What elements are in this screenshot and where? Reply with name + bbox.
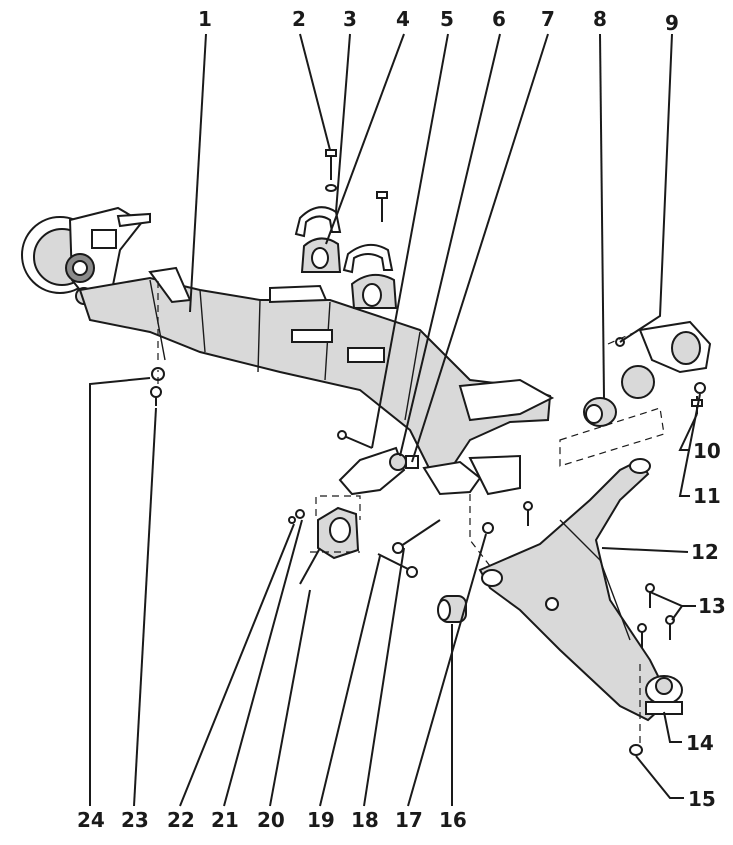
clamp-bracket-right (342, 243, 398, 309)
callout-15: 15 (688, 787, 716, 811)
ball-joint-14 (645, 675, 683, 715)
callout-1: 1 (198, 7, 212, 31)
washer-11 (694, 382, 706, 394)
callout-21: 21 (211, 808, 239, 832)
mount-bracket-6 (338, 446, 407, 496)
bush-right (621, 365, 655, 399)
bush-8 (583, 397, 617, 427)
callout-5: 5 (440, 7, 454, 31)
callout-12: 12 (691, 540, 719, 564)
callout-8: 8 (593, 7, 607, 31)
callout-7: 7 (541, 7, 555, 31)
callout-20: 20 (257, 808, 285, 832)
alignment-dash-lines (157, 278, 665, 748)
callout-18: 18 (351, 808, 379, 832)
bolt-right-frame (523, 501, 533, 526)
clamp-bracket-3 (294, 206, 342, 238)
callout-14: 14 (686, 731, 714, 755)
callout-13: 13 (698, 594, 726, 618)
callout-3: 3 (343, 7, 357, 31)
wishbone-12 (478, 458, 672, 722)
bolt-19 (377, 553, 418, 578)
callout-6: 6 (492, 7, 506, 31)
nut-15 (629, 744, 643, 756)
callout-2: 2 (292, 7, 306, 31)
washer-22 (288, 516, 296, 524)
callout-10: 10 (693, 439, 721, 463)
nut-17 (482, 522, 494, 534)
bush-16 (437, 595, 467, 623)
callout-17: 17 (395, 808, 423, 832)
bracket-9 (615, 320, 712, 374)
callout-4: 4 (396, 7, 410, 31)
callout-23: 23 (121, 808, 149, 832)
bolts-13 (637, 583, 675, 648)
clamp-bush-4 (300, 237, 342, 273)
clamp-bolt-2 (325, 149, 337, 192)
bolt-23 (150, 386, 162, 406)
leader-lines (89, 33, 701, 807)
clamp-bolt-right (376, 191, 388, 222)
mount-bolt-5 (337, 430, 373, 449)
bolt-18 (392, 519, 441, 554)
mount-20 (299, 506, 360, 585)
callout-9: 9 (665, 11, 679, 35)
callout-22: 22 (167, 808, 195, 832)
callout-24: 24 (77, 808, 105, 832)
callout-11: 11 (693, 484, 721, 508)
callout-19: 19 (307, 808, 335, 832)
washer-21 (295, 509, 305, 519)
callout-16: 16 (439, 808, 467, 832)
callout-labels: 1 2 3 4 5 6 7 8 9 10 11 12 13 14 15 16 1… (77, 7, 726, 832)
subframe-beam (78, 266, 555, 496)
